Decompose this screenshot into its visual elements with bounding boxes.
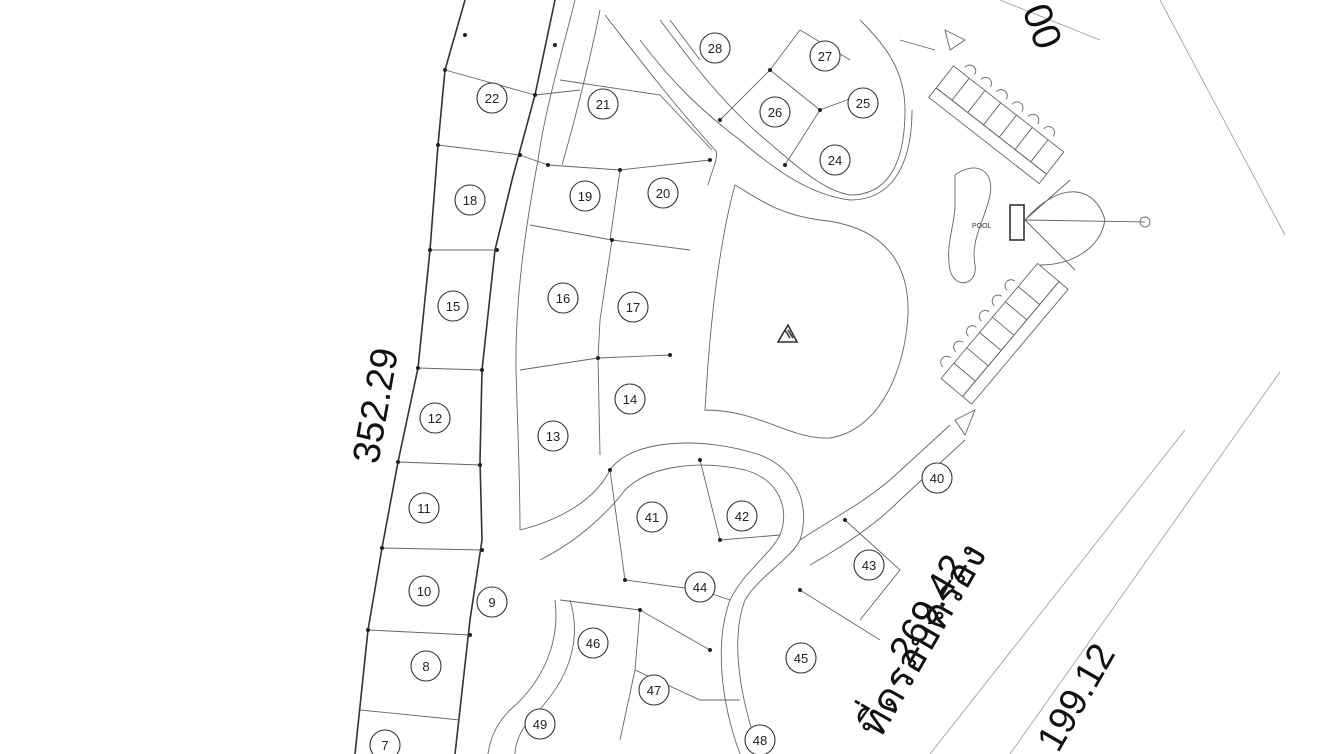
lot-18: 18 xyxy=(454,184,486,216)
svg-text:11: 11 xyxy=(417,501,431,516)
lot-11: 11 xyxy=(408,492,440,524)
lot-12: 12 xyxy=(419,402,451,434)
east-road-b xyxy=(809,439,966,566)
lot-8: 8 xyxy=(410,650,442,682)
lot-19: 19 xyxy=(569,180,601,212)
upper-road-inner xyxy=(604,14,718,186)
clubhouse-icon xyxy=(1009,204,1025,241)
svg-text:13: 13 xyxy=(546,429,560,444)
lot-46: 46 xyxy=(577,627,609,659)
svg-text:21: 21 xyxy=(596,97,610,112)
lot-48: 48 xyxy=(744,724,776,754)
fan-lines xyxy=(1024,179,1146,271)
svg-text:17: 17 xyxy=(626,300,640,315)
svg-text:49: 49 xyxy=(533,717,547,732)
svg-text:12: 12 xyxy=(428,411,442,426)
svg-text:47: 47 xyxy=(647,683,661,698)
central-park-boundary xyxy=(704,184,909,439)
lot-dividers-left xyxy=(359,69,536,721)
svg-text:10: 10 xyxy=(417,584,431,599)
svg-text:18: 18 xyxy=(463,193,477,208)
upper-road-outer2 xyxy=(639,39,913,201)
property-boundary-right xyxy=(1009,0,1286,754)
road-edge-left-b xyxy=(561,9,601,166)
dimension-right-outer: 199.12 xyxy=(1029,637,1123,754)
lot-49: 49 xyxy=(524,708,556,740)
svg-text:20: 20 xyxy=(656,186,670,201)
svg-text:25: 25 xyxy=(856,96,870,111)
lot-14: 14 xyxy=(614,383,646,415)
lower-road-b xyxy=(539,464,785,754)
svg-text:9: 9 xyxy=(488,595,495,610)
lot-16: 16 xyxy=(547,282,579,314)
triangle-marker-lower-icon xyxy=(954,409,976,436)
park-triangle-icon xyxy=(776,323,799,343)
svg-text:42: 42 xyxy=(735,509,749,524)
svg-text:28: 28 xyxy=(708,41,722,56)
pool-shape xyxy=(948,167,992,284)
lot-41: 41 xyxy=(636,501,668,533)
svg-text:41: 41 xyxy=(645,510,659,525)
lot-13: 13 xyxy=(537,420,569,452)
lot-43: 43 xyxy=(853,549,885,581)
lot-42: 42 xyxy=(726,500,758,532)
lot-15: 15 xyxy=(437,290,469,322)
lot-47: 47 xyxy=(638,674,670,706)
lot-25: 25 xyxy=(847,87,879,119)
survey-points xyxy=(366,33,847,652)
svg-text:26: 26 xyxy=(768,105,782,120)
lot-21: 21 xyxy=(587,88,619,120)
east-road-a xyxy=(799,424,951,541)
lot-24: 24 xyxy=(819,144,851,176)
lot-17: 17 xyxy=(617,291,649,323)
lot-9: 9 xyxy=(476,586,508,618)
dimension-left: 352.29 xyxy=(346,345,408,467)
svg-text:44: 44 xyxy=(693,580,707,595)
svg-text:7: 7 xyxy=(381,738,388,753)
triangle-marker-upper-icon xyxy=(944,29,966,51)
lot-28: 28 xyxy=(699,32,731,64)
svg-text:27: 27 xyxy=(818,49,832,64)
townhouse-block-lower xyxy=(940,262,1069,405)
lot-40: 40 xyxy=(921,462,953,494)
lot-44: 44 xyxy=(684,571,716,603)
inner-row-line xyxy=(454,0,556,754)
svg-text:14: 14 xyxy=(623,392,637,407)
lot-22: 22 xyxy=(476,82,508,114)
svg-text:19: 19 xyxy=(578,189,592,204)
svg-text:16: 16 xyxy=(556,291,570,306)
lot-dividers-lower xyxy=(559,459,901,741)
lower-road-a xyxy=(519,442,804,754)
lot-27: 27 xyxy=(809,40,841,72)
lot-26: 26 xyxy=(759,96,791,128)
svg-text:46: 46 xyxy=(586,636,600,651)
upper-road-outer xyxy=(659,19,906,196)
svg-text:22: 22 xyxy=(485,91,499,106)
dimension-top-right: 00 xyxy=(1014,0,1071,55)
townhouse-block-upper xyxy=(928,64,1065,185)
lower-road-c xyxy=(487,599,557,754)
lot-markers: 22 21 28 27 26 25 24 18 19 20 15 16 17 1… xyxy=(369,32,953,754)
svg-text:45: 45 xyxy=(794,651,808,666)
svg-text:48: 48 xyxy=(753,733,767,748)
svg-text:43: 43 xyxy=(862,558,876,573)
lot-10: 10 xyxy=(408,575,440,607)
svg-text:8: 8 xyxy=(422,659,429,674)
lot-20: 20 xyxy=(647,177,679,209)
svg-text:24: 24 xyxy=(828,153,842,168)
property-boundary-inner-right xyxy=(929,0,1186,754)
survey-marker-icon xyxy=(1139,216,1151,228)
lot-7: 7 xyxy=(369,729,401,754)
svg-text:15: 15 xyxy=(446,299,460,314)
svg-text:40: 40 xyxy=(930,471,944,486)
road-edge-left-a xyxy=(515,0,576,531)
lot-45: 45 xyxy=(785,642,817,674)
pool-label: POOL xyxy=(972,223,992,230)
